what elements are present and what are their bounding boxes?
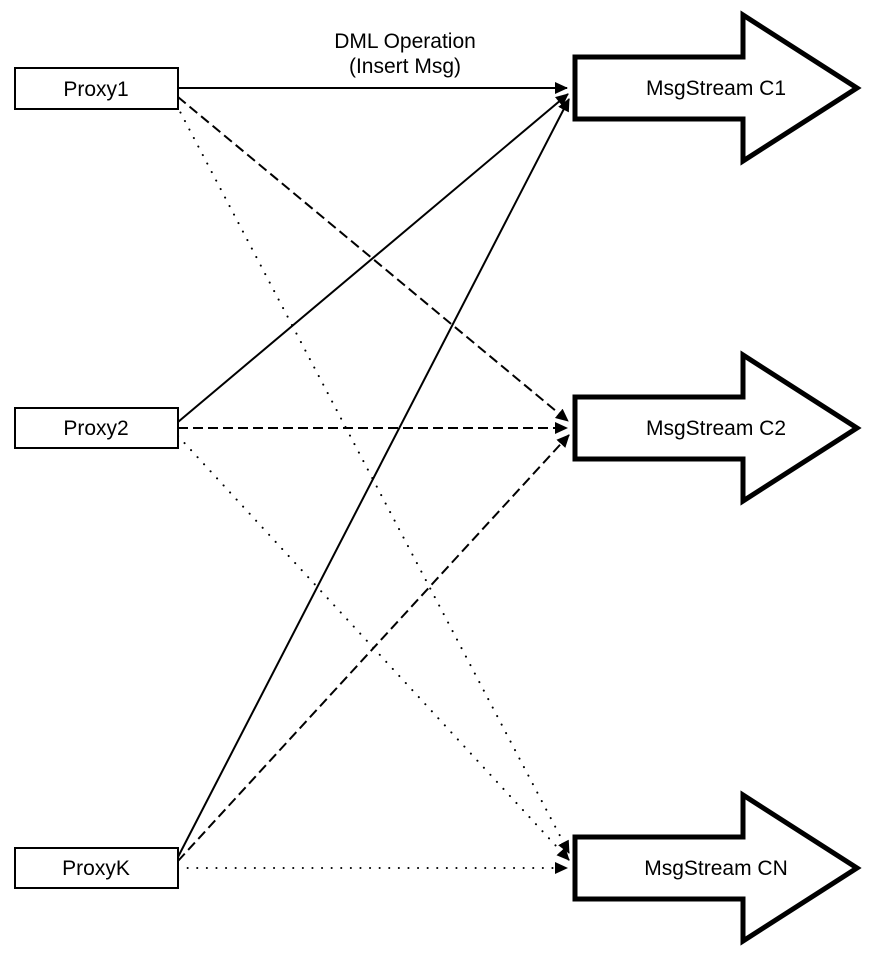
edge-proxyk-to-msgstream-c1 [177, 98, 570, 858]
msgstream-c1-arrow-shape [572, 10, 862, 166]
edge-proxy1-to-msgstream-cn [175, 103, 570, 854]
edge-group [175, 82, 570, 874]
msgstream-c1-label: MsgStream C1 [646, 77, 786, 100]
msgstream-c2-arrow-shape [572, 350, 862, 506]
proxy2-box [14, 407, 179, 449]
node-proxyk: ProxyK [14, 847, 179, 889]
node-msgstream-c1: MsgStream C1 [572, 10, 862, 166]
node-msgstream-c2: MsgStream C2 [572, 350, 862, 506]
edge-proxy1-to-msgstream-c2 [177, 96, 569, 422]
edge-proxy2-to-msgstream-cn [177, 435, 570, 861]
edge-proxy2-to-msgstream-c1 [177, 93, 569, 423]
edge-label-line2: (Insert Msg) [349, 55, 461, 78]
node-msgstream-cn: MsgStream CN [572, 790, 862, 946]
edge-label-line1: DML Operation [334, 30, 476, 53]
msgstream-c2-label: MsgStream C2 [646, 417, 786, 440]
proxyk-box [14, 847, 179, 889]
node-proxy2: Proxy2 [14, 407, 179, 449]
edge-label-dml-operation: DML Operation (Insert Msg) [334, 30, 476, 78]
msgstream-cn-label: MsgStream CN [644, 857, 788, 880]
proxy2-label: Proxy2 [63, 417, 128, 440]
proxyk-label: ProxyK [62, 857, 130, 880]
msgstream-cn-arrow-shape [572, 790, 862, 946]
proxy1-box [14, 67, 179, 110]
proxy1-label: Proxy1 [63, 78, 128, 101]
node-proxy1: Proxy1 [14, 67, 179, 110]
